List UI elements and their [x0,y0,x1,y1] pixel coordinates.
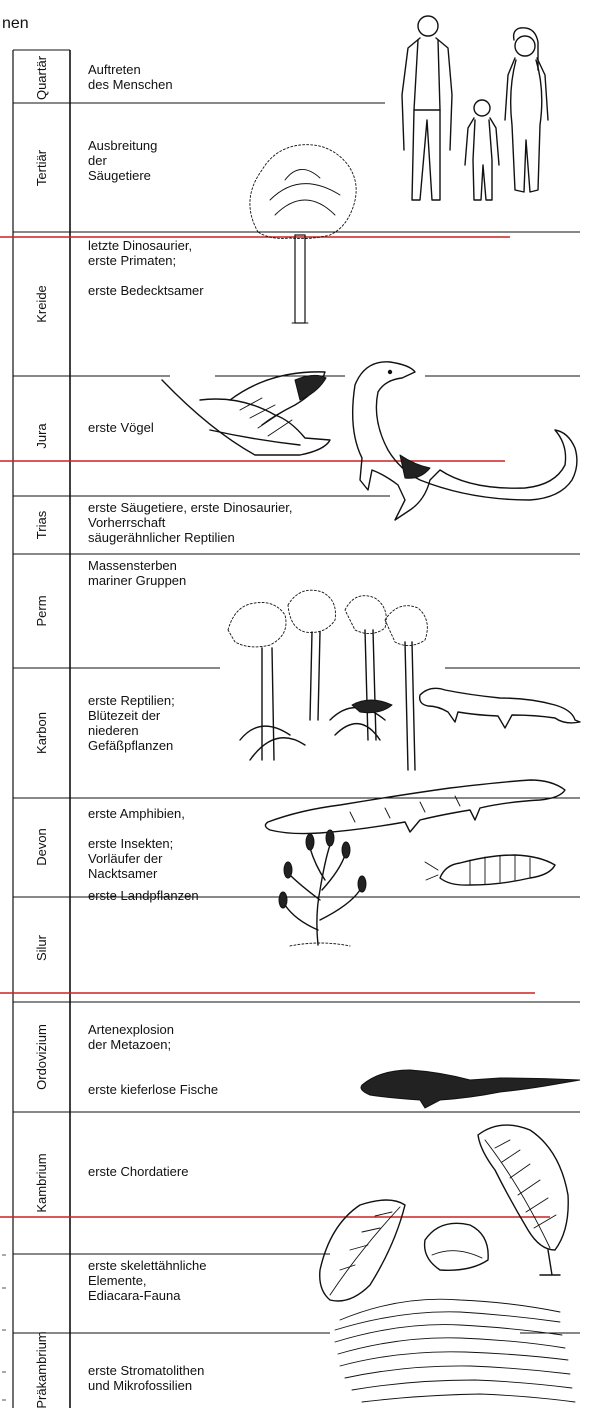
leaf-fossil-icon [320,1125,569,1301]
period-description-line: erste kieferlose Fische [88,1082,218,1097]
period-description-line: Säugetiere [88,168,151,183]
left-margin-ticks [2,1255,6,1400]
period-description-line: Massensterben [88,558,177,573]
period-name: Ordovizium [34,1024,49,1090]
period-description-line: Ausbreitung [88,138,157,153]
humans-icon [402,16,548,200]
period-labels: QuartärTertiärKreideJuraTriasPermKarbonD… [34,55,49,1408]
period-description-line: erste Säugetiere, erste Dinosaurier, [88,500,293,515]
period-name: Karbon [34,712,49,754]
period-description-line: Artenexplosion [88,1022,174,1037]
period-description-line: des Menschen [88,77,173,92]
shell-icon [425,1223,489,1270]
period-description-line: erste Chordatiere [88,1164,188,1179]
period-name: Präkambrium [34,1331,49,1408]
period-description-line: Vorherrschaft [88,515,166,530]
period-name: Silur [34,934,49,961]
period-description-line: Nacktsamer [88,866,158,881]
period-name: Tertiär [34,149,49,186]
period-name: Jura [34,423,49,449]
period-description-line: der [88,153,107,168]
period-description-line: Vorläufer der [88,851,163,866]
header-fragment: nen [2,15,29,32]
period-description-line: erste Landpflanzen [88,888,199,903]
plant-icon [279,830,366,946]
period-description-line: der Metazoen; [88,1037,171,1052]
period-description-line: Gefäßpflanzen [88,738,173,753]
period-description-line: niederen [88,723,139,738]
period-description-line: Elemente, [88,1273,147,1288]
period-description-line: und Mikrofossilien [88,1378,192,1393]
period-description-line: Auftreten [88,62,141,77]
period-description-line: erste skelettähnliche [88,1258,207,1273]
lizard-icon [420,688,580,728]
period-description-line: erste Amphibien, [88,806,185,821]
period-description-line: erste Primaten; [88,253,176,268]
period-name: Devon [34,828,49,866]
period-description-line: Ediacara-Fauna [88,1288,181,1303]
period-description-line: mariner Gruppen [88,573,186,588]
period-name: Quartär [34,55,49,100]
period-name: Kambrium [34,1153,49,1212]
period-name: Trias [34,510,49,539]
fish-icon [361,1070,580,1108]
period-description-line: erste Insekten; [88,836,173,851]
insect-icon [425,855,555,885]
period-description-line: erste Bedecktsamer [88,283,204,298]
amphibian-icon [265,780,565,834]
fern-trees-icon [228,590,427,770]
bird-icon [162,372,330,455]
period-description-line: letzte Dinosaurier, [88,238,192,253]
period-description-line: erste Stromatolithen [88,1363,204,1378]
tree-icon [250,145,356,323]
period-description-line: erste Reptilien; [88,693,175,708]
period-description-line: erste Vögel [88,420,154,435]
stromatolite-icon [335,1299,575,1402]
period-description-line: säugerähnlicher Reptilien [88,530,235,545]
period-name: Perm [34,595,49,626]
period-name: Kreide [34,285,49,323]
period-description-line: Blütezeit der [88,708,161,723]
